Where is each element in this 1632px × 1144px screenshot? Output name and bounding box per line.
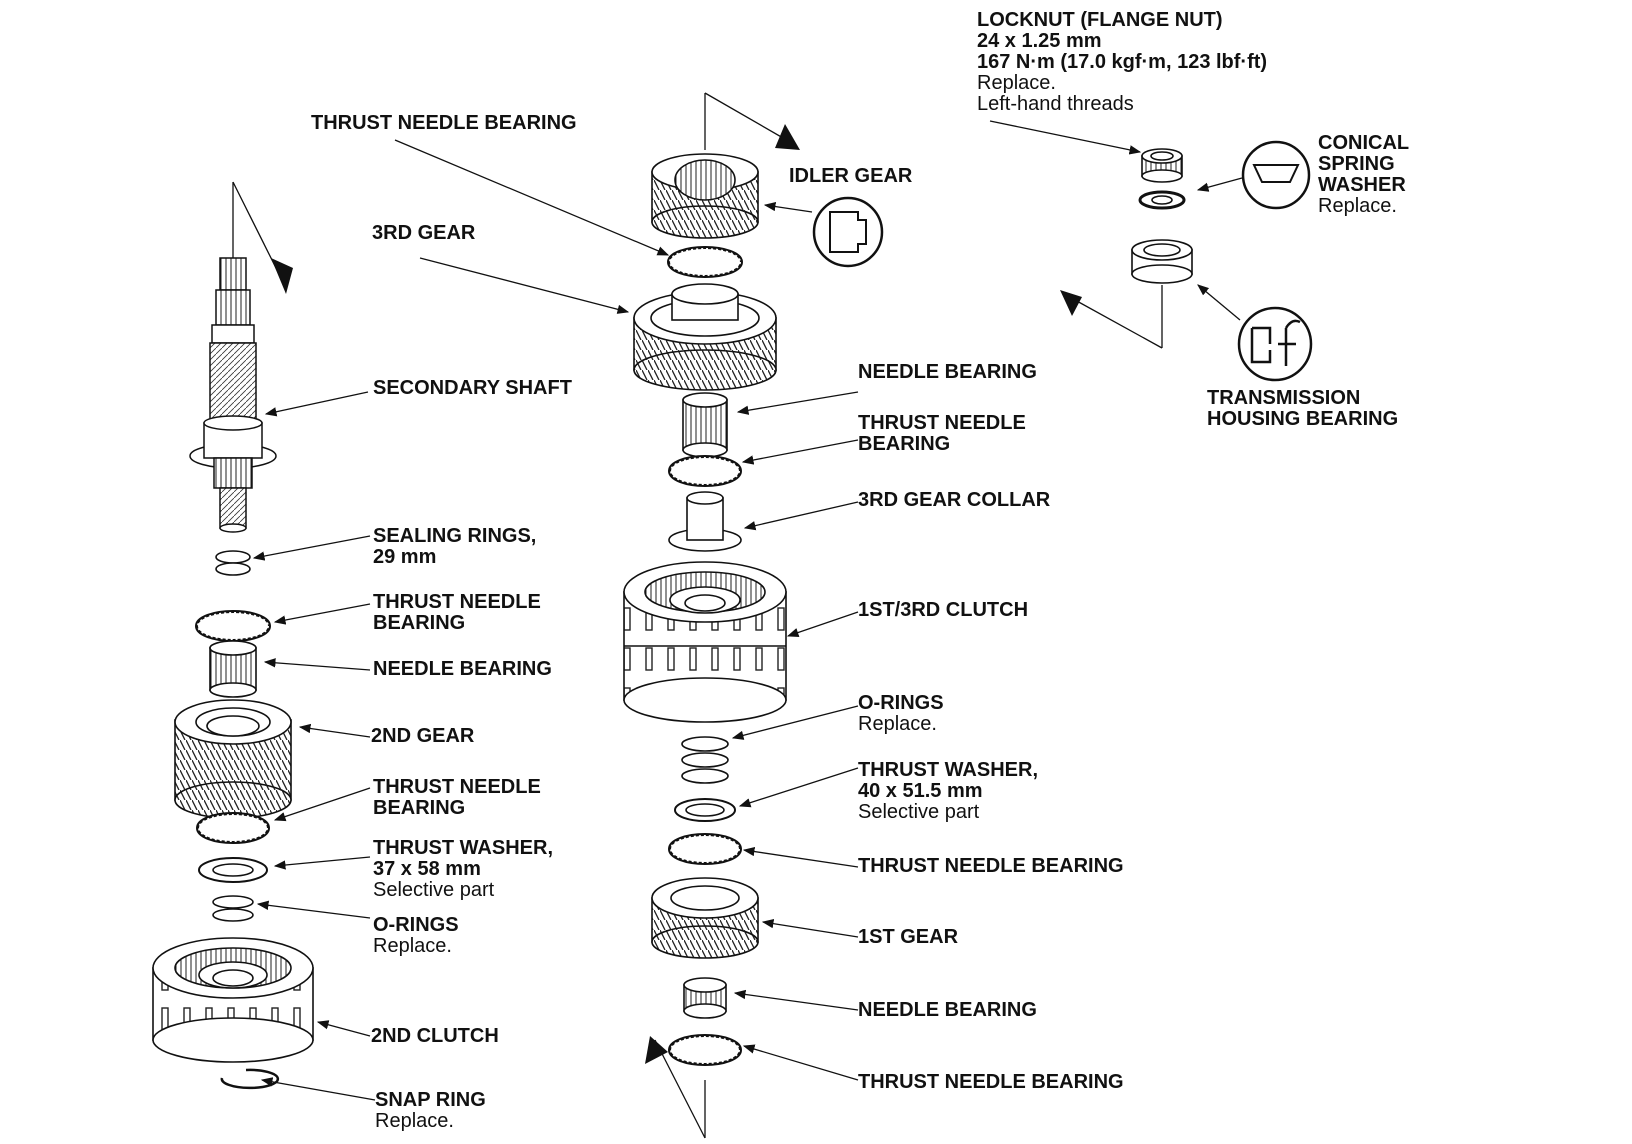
label-first-gear: 1ST GEAR [858, 927, 958, 948]
label-text: 1ST GEAR [858, 926, 959, 948]
label-transmission-housing-bearing: TRANSMISSION HOUSING BEARING [1207, 388, 1398, 430]
label-snap-ring: SNAP RING Replace. [375, 1090, 486, 1132]
label-text: THRUST NEEDLE BEARING [858, 1071, 1124, 1093]
label-text: NEEDLE BEARING [858, 999, 1037, 1021]
label-text: HOUSING BEARING [1207, 408, 1399, 430]
right-axis-lines [1074, 285, 1163, 349]
label-note: Replace. [977, 72, 1056, 94]
label-lower-needle-bearing: NEEDLE BEARING [858, 1000, 1037, 1021]
label-idler-gear: IDLER GEAR [789, 166, 912, 187]
label-text: SNAP RING [375, 1089, 486, 1111]
label-text: THRUST NEEDLE BEARING [858, 855, 1124, 877]
label-note: Replace. [858, 713, 937, 735]
label-text: 24 x 1.25 mm [977, 30, 1102, 52]
label-first-third-clutch: 1ST/3RD CLUTCH [858, 600, 1028, 621]
label-text: NEEDLE BEARING [858, 361, 1037, 383]
middle-stack-parts [623, 153, 787, 1066]
label-text: CONICAL [1318, 132, 1410, 154]
label-second-gear: 2ND GEAR [371, 726, 474, 747]
label-text: BEARING [858, 433, 951, 455]
middle-axis-lines [654, 92, 791, 1139]
label-mid-o-rings: O-RINGS Replace. [858, 693, 944, 735]
label-text: THRUST NEEDLE [858, 412, 1026, 434]
label-text: THRUST NEEDLE BEARING [311, 112, 577, 134]
label-third-gear: 3RD GEAR [372, 223, 475, 244]
label-text: O-RINGS [858, 692, 944, 714]
secondary-shaft-part [189, 257, 277, 533]
label-text: NEEDLE BEARING [373, 658, 552, 680]
label-mid-thrust-washer: THRUST WASHER, 40 x 51.5 mm Selective pa… [858, 760, 1038, 823]
right-stack-parts [1131, 148, 1193, 284]
label-text: 3RD GEAR COLLAR [858, 489, 1051, 511]
label-text: 29 mm [373, 546, 437, 568]
label-text: SECONDARY SHAFT [373, 377, 572, 399]
label-text: IDLER GEAR [789, 165, 913, 187]
label-left-needle-bearing: NEEDLE BEARING [373, 659, 552, 680]
detail-symbols [812, 140, 1313, 382]
label-text: SEALING RINGS, [373, 525, 537, 547]
label-secondary-shaft: SECONDARY SHAFT [373, 378, 572, 399]
label-sealing-rings: SEALING RINGS, 29 mm [373, 526, 536, 568]
label-text: 2ND CLUTCH [371, 1025, 499, 1047]
label-mid-needle-bearing: NEEDLE BEARING [858, 362, 1037, 383]
label-note: Replace. [373, 935, 452, 957]
label-text: THRUST NEEDLE [373, 591, 541, 613]
leader-lines [252, 120, 1243, 1101]
middle-axis-arrowhead-top [775, 124, 800, 150]
label-text: THRUST NEEDLE [373, 776, 541, 798]
label-text: 1ST/3RD CLUTCH [858, 599, 1029, 621]
label-conical-spring-washer: CONICAL SPRING WASHER Replace. [1318, 133, 1409, 217]
label-left-thrust-washer: THRUST WASHER, 37 x 58 mm Selective part [373, 838, 553, 901]
label-note: Replace. [1318, 195, 1397, 217]
label-left-o-rings: O-RINGS Replace. [373, 915, 459, 957]
label-left-thrust-needle-bearing-1: THRUST NEEDLE BEARING [373, 592, 541, 634]
label-text: 2ND GEAR [371, 725, 475, 747]
label-text: THRUST WASHER, [373, 837, 553, 859]
label-bottom-thrust-needle-bearing: THRUST NEEDLE BEARING [858, 1072, 1124, 1093]
label-text: O-RINGS [373, 914, 459, 936]
label-text: 167 N·m (17.0 kgf·m, 123 lbf·ft) [977, 51, 1268, 73]
label-third-gear-collar: 3RD GEAR COLLAR [858, 490, 1050, 511]
label-note: Selective part [858, 801, 980, 823]
label-text: LOCKNUT (FLANGE NUT) [977, 9, 1223, 31]
label-note: Left-hand threads [977, 93, 1134, 115]
left-stack-parts [152, 550, 314, 1090]
label-text: 3RD GEAR [372, 222, 476, 244]
right-axis-arrowhead [1060, 290, 1082, 316]
label-text: 40 x 51.5 mm [858, 780, 983, 802]
left-axis-arrowhead [271, 258, 293, 294]
label-text: BEARING [373, 797, 466, 819]
label-mid-thrust-needle-bearing: THRUST NEEDLE BEARING [858, 413, 1026, 455]
middle-axis-arrowhead-bottom [645, 1036, 668, 1064]
label-text: SPRING [1318, 153, 1395, 175]
label-text: BEARING [373, 612, 466, 634]
label-left-thrust-needle-bearing-2: THRUST NEEDLE BEARING [373, 777, 541, 819]
label-thrust-needle-bearing-top: THRUST NEEDLE BEARING [311, 113, 577, 134]
label-note: Replace. [375, 1110, 454, 1132]
label-second-clutch: 2ND CLUTCH [371, 1026, 499, 1047]
label-text: 37 x 58 mm [373, 858, 481, 880]
label-text: WASHER [1318, 174, 1406, 196]
label-text: THRUST WASHER, [858, 759, 1038, 781]
label-note: Selective part [373, 879, 495, 901]
label-text: TRANSMISSION [1207, 387, 1361, 409]
label-locknut: LOCKNUT (FLANGE NUT) 24 x 1.25 mm 167 N·… [977, 10, 1267, 115]
label-mid-thrust-needle-bearing-2: THRUST NEEDLE BEARING [858, 856, 1124, 877]
